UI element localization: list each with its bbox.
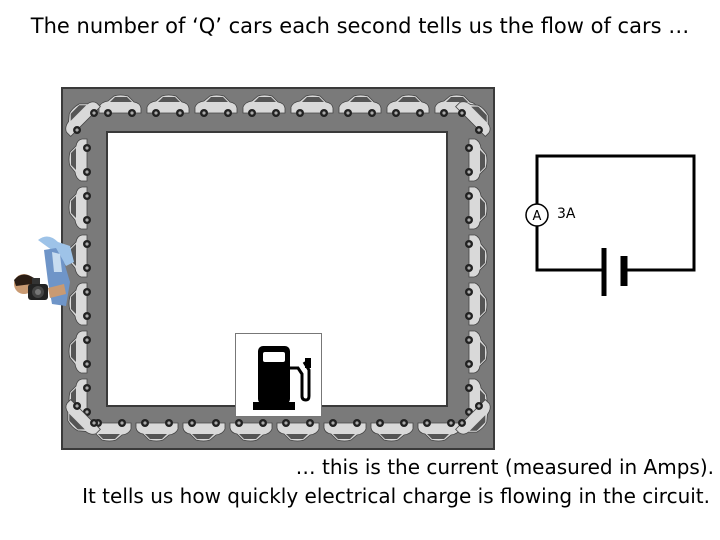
slide-title: The number of ‘Q’ cars each second tells… — [30, 14, 690, 38]
circuit-diagram: A — [525, 154, 696, 296]
caption-line-1: … this is the current (measured in Amps)… — [295, 455, 714, 479]
fuel-pump-icon — [253, 346, 311, 410]
camera-person-icon — [14, 236, 74, 306]
ammeter-symbol: A — [533, 209, 542, 224]
fuel-pump-sign — [235, 333, 322, 417]
ammeter-icon — [525, 203, 549, 227]
ammeter-reading: 3A — [557, 206, 576, 222]
caption-line-2: It tells us how quickly electrical charg… — [82, 484, 710, 508]
circuit-wires — [535, 154, 696, 272]
